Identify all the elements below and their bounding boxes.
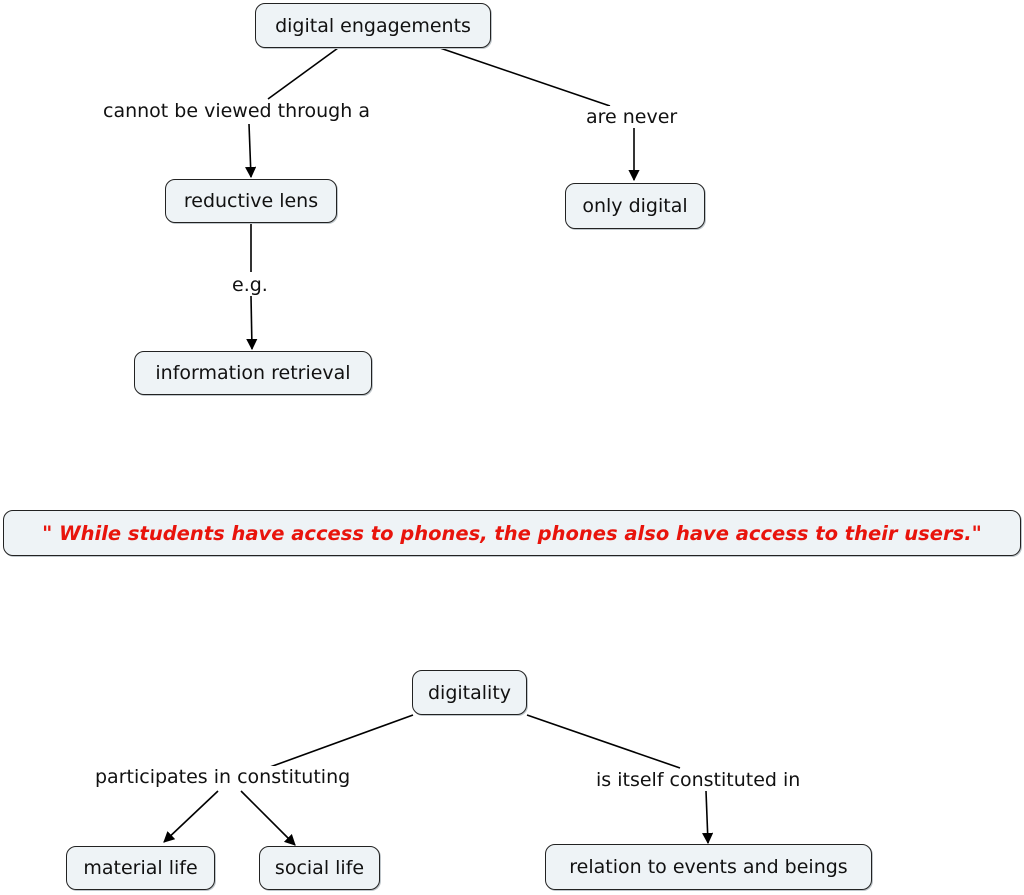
edge-digitality-to-left-label (269, 714, 414, 768)
node-material-life-text: material life (83, 857, 198, 879)
edge-left-label-to-social (240, 790, 296, 846)
node-relation-to-events-text: relation to events and beings (569, 856, 848, 878)
node-digital-engagements-text: digital engagements (275, 14, 471, 37)
node-reductive-lens-text: reductive lens (183, 190, 319, 212)
node-social-life[interactable]: social life (259, 846, 380, 890)
node-digital-engagements[interactable]: digital engagements (255, 3, 491, 48)
node-only-digital-text: only digital (582, 195, 688, 217)
link-label-participates: participates in constituting (93, 766, 353, 788)
link-label-cannot-be-viewed: cannot be viewed through a (101, 100, 372, 122)
node-only-digital[interactable]: only digital (565, 183, 705, 229)
edge-root-to-right-label (439, 47, 611, 107)
edge-root-to-left-label (267, 47, 339, 100)
node-social-life-text: social life (274, 857, 365, 879)
node-relation-to-events[interactable]: relation to events and beings (545, 844, 872, 890)
link-label-constituted-in: is itself constituted in (594, 769, 803, 791)
quote-text: " While students have access to phones, … (42, 521, 982, 545)
link-label-eg: e.g. (230, 274, 270, 296)
node-reductive-lens[interactable]: reductive lens (165, 179, 337, 223)
node-information-retrieval[interactable]: information retrieval (134, 351, 372, 395)
node-material-life[interactable]: material life (66, 846, 215, 890)
node-digitality[interactable]: digitality (412, 670, 527, 715)
edge-eg-label-to-info (246, 295, 258, 351)
edge-left-label-to-material (163, 790, 219, 843)
node-information-retrieval-text: information retrieval (155, 362, 351, 384)
quote-box[interactable]: " While students have access to phones, … (3, 510, 1021, 556)
node-digitality-text: digitality (427, 681, 512, 704)
edge-right-label-to-relation (702, 790, 714, 845)
link-label-are-never: are never (584, 106, 680, 128)
edge-left-label-to-lens (245, 123, 257, 179)
edge-digitality-to-right-label (526, 714, 681, 769)
